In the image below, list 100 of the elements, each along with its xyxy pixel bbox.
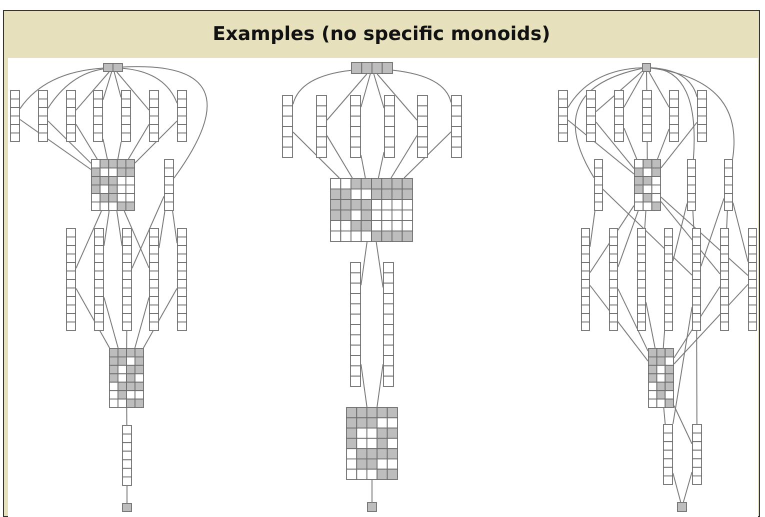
egg-box-diagram	[122, 503, 132, 512]
connector-line	[126, 486, 128, 504]
connector-line	[134, 296, 150, 348]
connector-line	[732, 202, 748, 262]
egg-box-diagram	[664, 228, 673, 331]
connector-line	[392, 70, 452, 103]
egg-box-diagram	[383, 262, 394, 387]
connector-line	[132, 196, 164, 269]
connector-line	[117, 142, 122, 160]
egg-box-diagram	[164, 159, 174, 211]
connector-line	[618, 288, 648, 352]
egg-box-diagram	[648, 348, 674, 408]
connector-line	[134, 120, 178, 164]
egg-box-diagram	[91, 159, 135, 211]
connector-line	[76, 288, 110, 348]
egg-box-diagram	[367, 502, 377, 512]
connector-line	[590, 205, 634, 274]
connector-line	[114, 72, 122, 98]
egg-box-diagram	[330, 178, 413, 242]
egg-box-diagram	[748, 228, 757, 331]
egg-box-diagram	[149, 228, 159, 331]
egg-box-diagram	[637, 228, 646, 331]
connector-line	[292, 131, 340, 178]
connector-line	[662, 330, 666, 348]
connector-line	[696, 330, 698, 424]
connector-line	[376, 74, 418, 121]
connector-line	[124, 210, 150, 268]
connector-line	[376, 364, 384, 408]
egg-box-diagram	[121, 90, 131, 142]
connector-line	[660, 196, 748, 276]
connector-line	[122, 68, 178, 104]
connector-line	[326, 74, 368, 121]
connector-line	[373, 74, 384, 109]
connector-line	[116, 72, 150, 111]
egg-box-diagram	[282, 95, 293, 158]
connector-line	[646, 302, 656, 348]
connector-line	[102, 72, 112, 100]
egg-box-diagram	[122, 425, 132, 486]
connector-line	[624, 128, 638, 160]
connector-line	[602, 188, 692, 276]
slide-title: Examples (no specific monoids)	[212, 23, 552, 45]
connector-line	[596, 122, 634, 170]
egg-box-diagram	[692, 228, 701, 331]
egg-box-diagram	[350, 95, 361, 158]
egg-box-diagram	[687, 159, 696, 211]
connector-line	[656, 128, 670, 160]
connector-line	[574, 68, 642, 178]
connector-line	[672, 306, 692, 424]
connector-line	[142, 288, 178, 348]
egg-box-diagram	[109, 348, 144, 408]
egg-box-diagram	[351, 62, 393, 74]
connector-line	[568, 120, 634, 174]
connector-line	[660, 201, 720, 274]
connector-line	[650, 68, 734, 160]
connector-line	[590, 284, 648, 362]
connector-line	[568, 67, 642, 108]
egg-box-diagram	[594, 159, 603, 211]
connector-line	[102, 138, 108, 160]
egg-box-diagram	[697, 90, 707, 142]
egg-box-diagram	[350, 262, 361, 387]
connector-line	[104, 296, 119, 348]
connector-line	[326, 135, 353, 178]
egg-box-diagram	[177, 90, 187, 142]
egg-box-diagram	[316, 95, 327, 158]
connector-line	[672, 472, 682, 502]
connector-line	[378, 152, 384, 178]
connector-line	[674, 405, 692, 444]
egg-box-diagram	[609, 228, 618, 331]
connector-line	[404, 131, 452, 178]
egg-box-diagram	[417, 95, 428, 158]
egg-box-diagram	[122, 228, 132, 331]
connector-line	[48, 120, 92, 164]
egg-box-diagram	[724, 159, 733, 211]
egg-box-diagram	[66, 228, 76, 331]
connector-line	[596, 70, 642, 112]
connector-line	[646, 72, 648, 90]
connector-line	[122, 66, 208, 179]
egg-box-diagram	[66, 90, 76, 142]
connector-line	[672, 203, 688, 262]
egg-box-diagram	[346, 407, 398, 480]
egg-box-diagram	[677, 502, 687, 512]
connector-line	[648, 72, 670, 108]
connector-line	[172, 210, 178, 244]
egg-box-diagram	[451, 95, 462, 158]
egg-box-diagram	[614, 90, 624, 142]
connector-line	[20, 119, 92, 170]
egg-box-diagram	[720, 228, 729, 331]
egg-box-diagram	[642, 90, 652, 142]
connector-line	[692, 210, 694, 228]
egg-box-diagram	[642, 63, 651, 72]
egg-box-diagram	[669, 90, 679, 142]
connector-line	[128, 124, 150, 160]
connector-line	[700, 198, 724, 267]
connector-line	[76, 72, 110, 111]
connector-line	[376, 242, 384, 288]
egg-box-diagram	[581, 228, 590, 331]
connector-line	[674, 284, 748, 364]
egg-box-diagram	[634, 159, 661, 211]
egg-box-diagram	[177, 228, 187, 331]
connector-line	[48, 68, 104, 109]
